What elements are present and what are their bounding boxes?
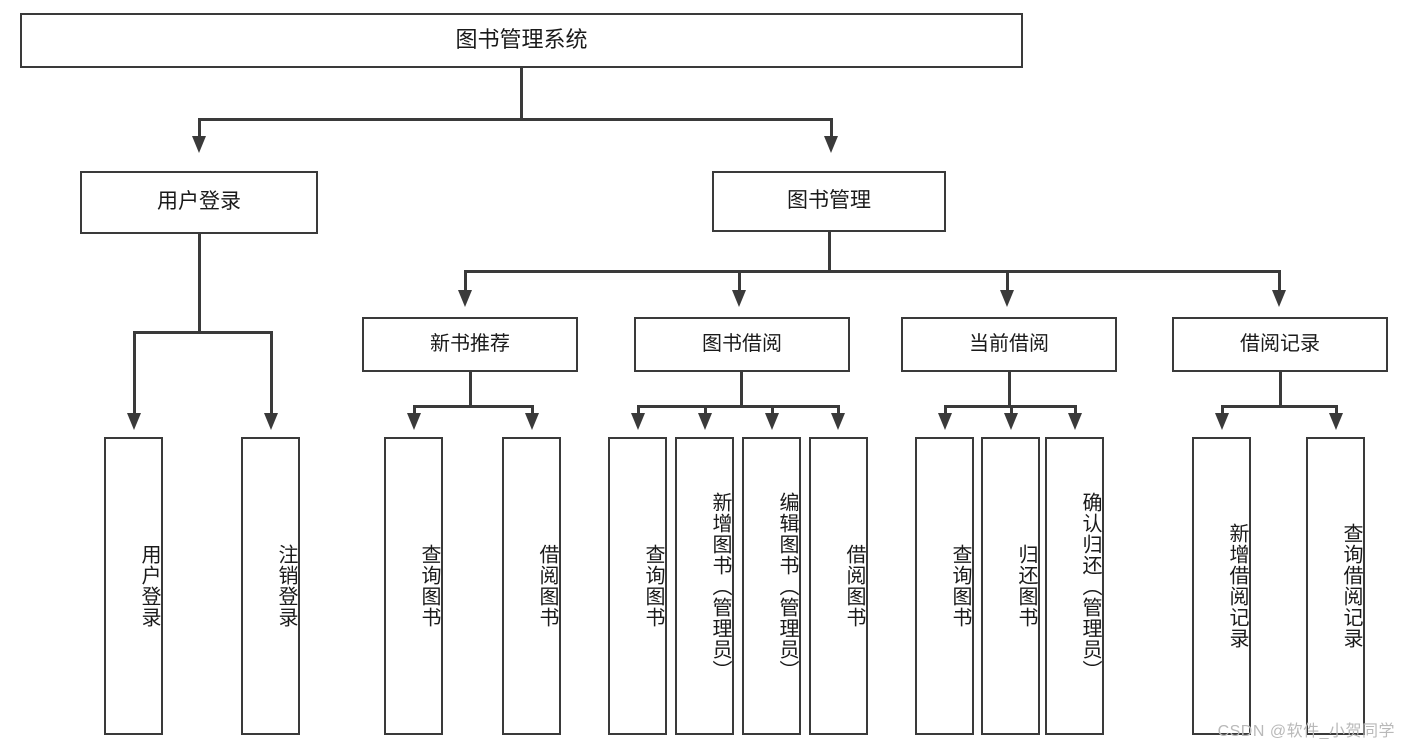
node-label: 图书借阅 (702, 332, 782, 355)
node-leaf-confirm-return[interactable]: 确认归还（管理员） (1045, 437, 1104, 735)
arrowhead-to-book-management (824, 136, 838, 153)
arrowhead-leaf-edit-book (765, 413, 779, 430)
arrowhead-leaf-add-record (1215, 413, 1229, 430)
arrowhead-leaf-user-logout (264, 413, 278, 430)
arrowhead-to-new-book-recommend (458, 290, 472, 307)
node-book-management[interactable]: 图书管理 (712, 171, 946, 232)
connector-cb-drop-1 (944, 405, 947, 415)
node-label: 图书管理系统 (455, 27, 588, 53)
node-label: 新书推荐 (430, 332, 510, 355)
connector-nbr-drop-2 (531, 405, 534, 415)
node-label: 新增借阅记录 (1226, 523, 1248, 649)
watermark: CSDN @软件_小贺同学 (1217, 723, 1395, 740)
node-label: 借阅图书 (536, 544, 558, 628)
node-leaf-borrow-book-2[interactable]: 借阅图书 (809, 437, 868, 735)
node-root-system[interactable]: 图书管理系统 (20, 13, 1023, 68)
arrowhead-to-book-borrow (732, 290, 746, 307)
connector-nbr-drop-1 (413, 405, 416, 415)
connector-br-bus (1221, 405, 1337, 408)
arrowhead-leaf-borrow-book-2 (831, 413, 845, 430)
node-label: 新增图书（管理员） (709, 491, 731, 681)
node-leaf-add-book[interactable]: 新增图书（管理员） (675, 437, 734, 735)
node-leaf-query-book-3[interactable]: 查询图书 (915, 437, 974, 735)
connector-book-management-stem (828, 232, 831, 272)
connector-bm-drop-4 (1278, 270, 1281, 292)
node-label: 用户登录 (157, 190, 241, 214)
arrowhead-leaf-query-book-3 (938, 413, 952, 430)
node-label: 编辑图书（管理员） (776, 491, 798, 681)
node-label: 查询图书 (949, 544, 971, 628)
connector-nbr-stem (469, 372, 472, 407)
arrowhead-leaf-query-book-2 (631, 413, 645, 430)
node-leaf-query-book-2[interactable]: 查询图书 (608, 437, 667, 735)
node-label: 查询图书 (642, 544, 664, 628)
node-book-borrow[interactable]: 图书借阅 (634, 317, 850, 372)
arrowhead-to-current-borrow (1000, 290, 1014, 307)
arrowhead-to-borrow-record (1272, 290, 1286, 307)
arrowhead-leaf-borrow-book-1 (525, 413, 539, 430)
connector-bb-drop-1 (637, 405, 640, 415)
connector-br-drop-2 (1335, 405, 1338, 415)
connector-user-login-drop-1 (133, 331, 136, 415)
node-current-borrow[interactable]: 当前借阅 (901, 317, 1117, 372)
node-leaf-edit-book[interactable]: 编辑图书（管理员） (742, 437, 801, 735)
connector-bb-drop-3 (771, 405, 774, 415)
arrowhead-leaf-add-book (698, 413, 712, 430)
connector-br-drop-1 (1221, 405, 1224, 415)
connector-root-drop-left (198, 118, 201, 138)
connector-bm-drop-3 (1006, 270, 1009, 292)
node-new-book-recommend[interactable]: 新书推荐 (362, 317, 578, 372)
node-label: 借阅图书 (843, 544, 865, 628)
connector-root-drop-right (830, 118, 833, 138)
node-leaf-user-login[interactable]: 用户登录 (104, 437, 163, 735)
node-leaf-add-record[interactable]: 新增借阅记录 (1192, 437, 1251, 735)
connector-cb-drop-2 (1010, 405, 1013, 415)
connector-user-login-bus (133, 331, 272, 334)
node-label: 用户登录 (138, 544, 160, 628)
connector-br-stem (1279, 372, 1282, 407)
connector-bb-stem (740, 372, 743, 407)
node-leaf-borrow-book-1[interactable]: 借阅图书 (502, 437, 561, 735)
node-label: 查询图书 (418, 544, 440, 628)
node-label: 归还图书 (1015, 544, 1037, 628)
arrowhead-to-user-login (192, 136, 206, 153)
node-leaf-query-book-1[interactable]: 查询图书 (384, 437, 443, 735)
connector-user-login-drop-2 (270, 331, 273, 415)
arrowhead-leaf-return-book (1004, 413, 1018, 430)
node-label: 确认归还（管理员） (1079, 491, 1101, 681)
connector-bb-drop-4 (837, 405, 840, 415)
node-leaf-return-book[interactable]: 归还图书 (981, 437, 1040, 735)
arrowhead-leaf-query-book-1 (407, 413, 421, 430)
connector-bb-drop-2 (704, 405, 707, 415)
connector-root-stem (520, 68, 523, 120)
connector-root-bus (198, 118, 832, 121)
node-borrow-record[interactable]: 借阅记录 (1172, 317, 1388, 372)
connector-bb-bus (637, 405, 839, 408)
connector-bm-drop-2 (738, 270, 741, 292)
node-label: 图书管理 (787, 189, 871, 213)
connector-nbr-bus (413, 405, 533, 408)
node-label: 查询借阅记录 (1340, 523, 1362, 649)
arrowhead-leaf-confirm-return (1068, 413, 1082, 430)
connector-bm-drop-1 (464, 270, 467, 292)
connector-cb-stem (1008, 372, 1011, 407)
node-label: 注销登录 (275, 544, 297, 628)
arrowhead-leaf-user-login (127, 413, 141, 430)
node-label: 借阅记录 (1240, 332, 1320, 355)
connector-cb-drop-3 (1074, 405, 1077, 415)
arrowhead-leaf-query-record (1329, 413, 1343, 430)
connector-book-management-bus (464, 270, 1280, 273)
node-leaf-query-record[interactable]: 查询借阅记录 (1306, 437, 1365, 735)
node-user-login[interactable]: 用户登录 (80, 171, 318, 234)
node-leaf-user-logout[interactable]: 注销登录 (241, 437, 300, 735)
node-label: 当前借阅 (969, 332, 1049, 355)
connector-user-login-stem (198, 234, 201, 333)
